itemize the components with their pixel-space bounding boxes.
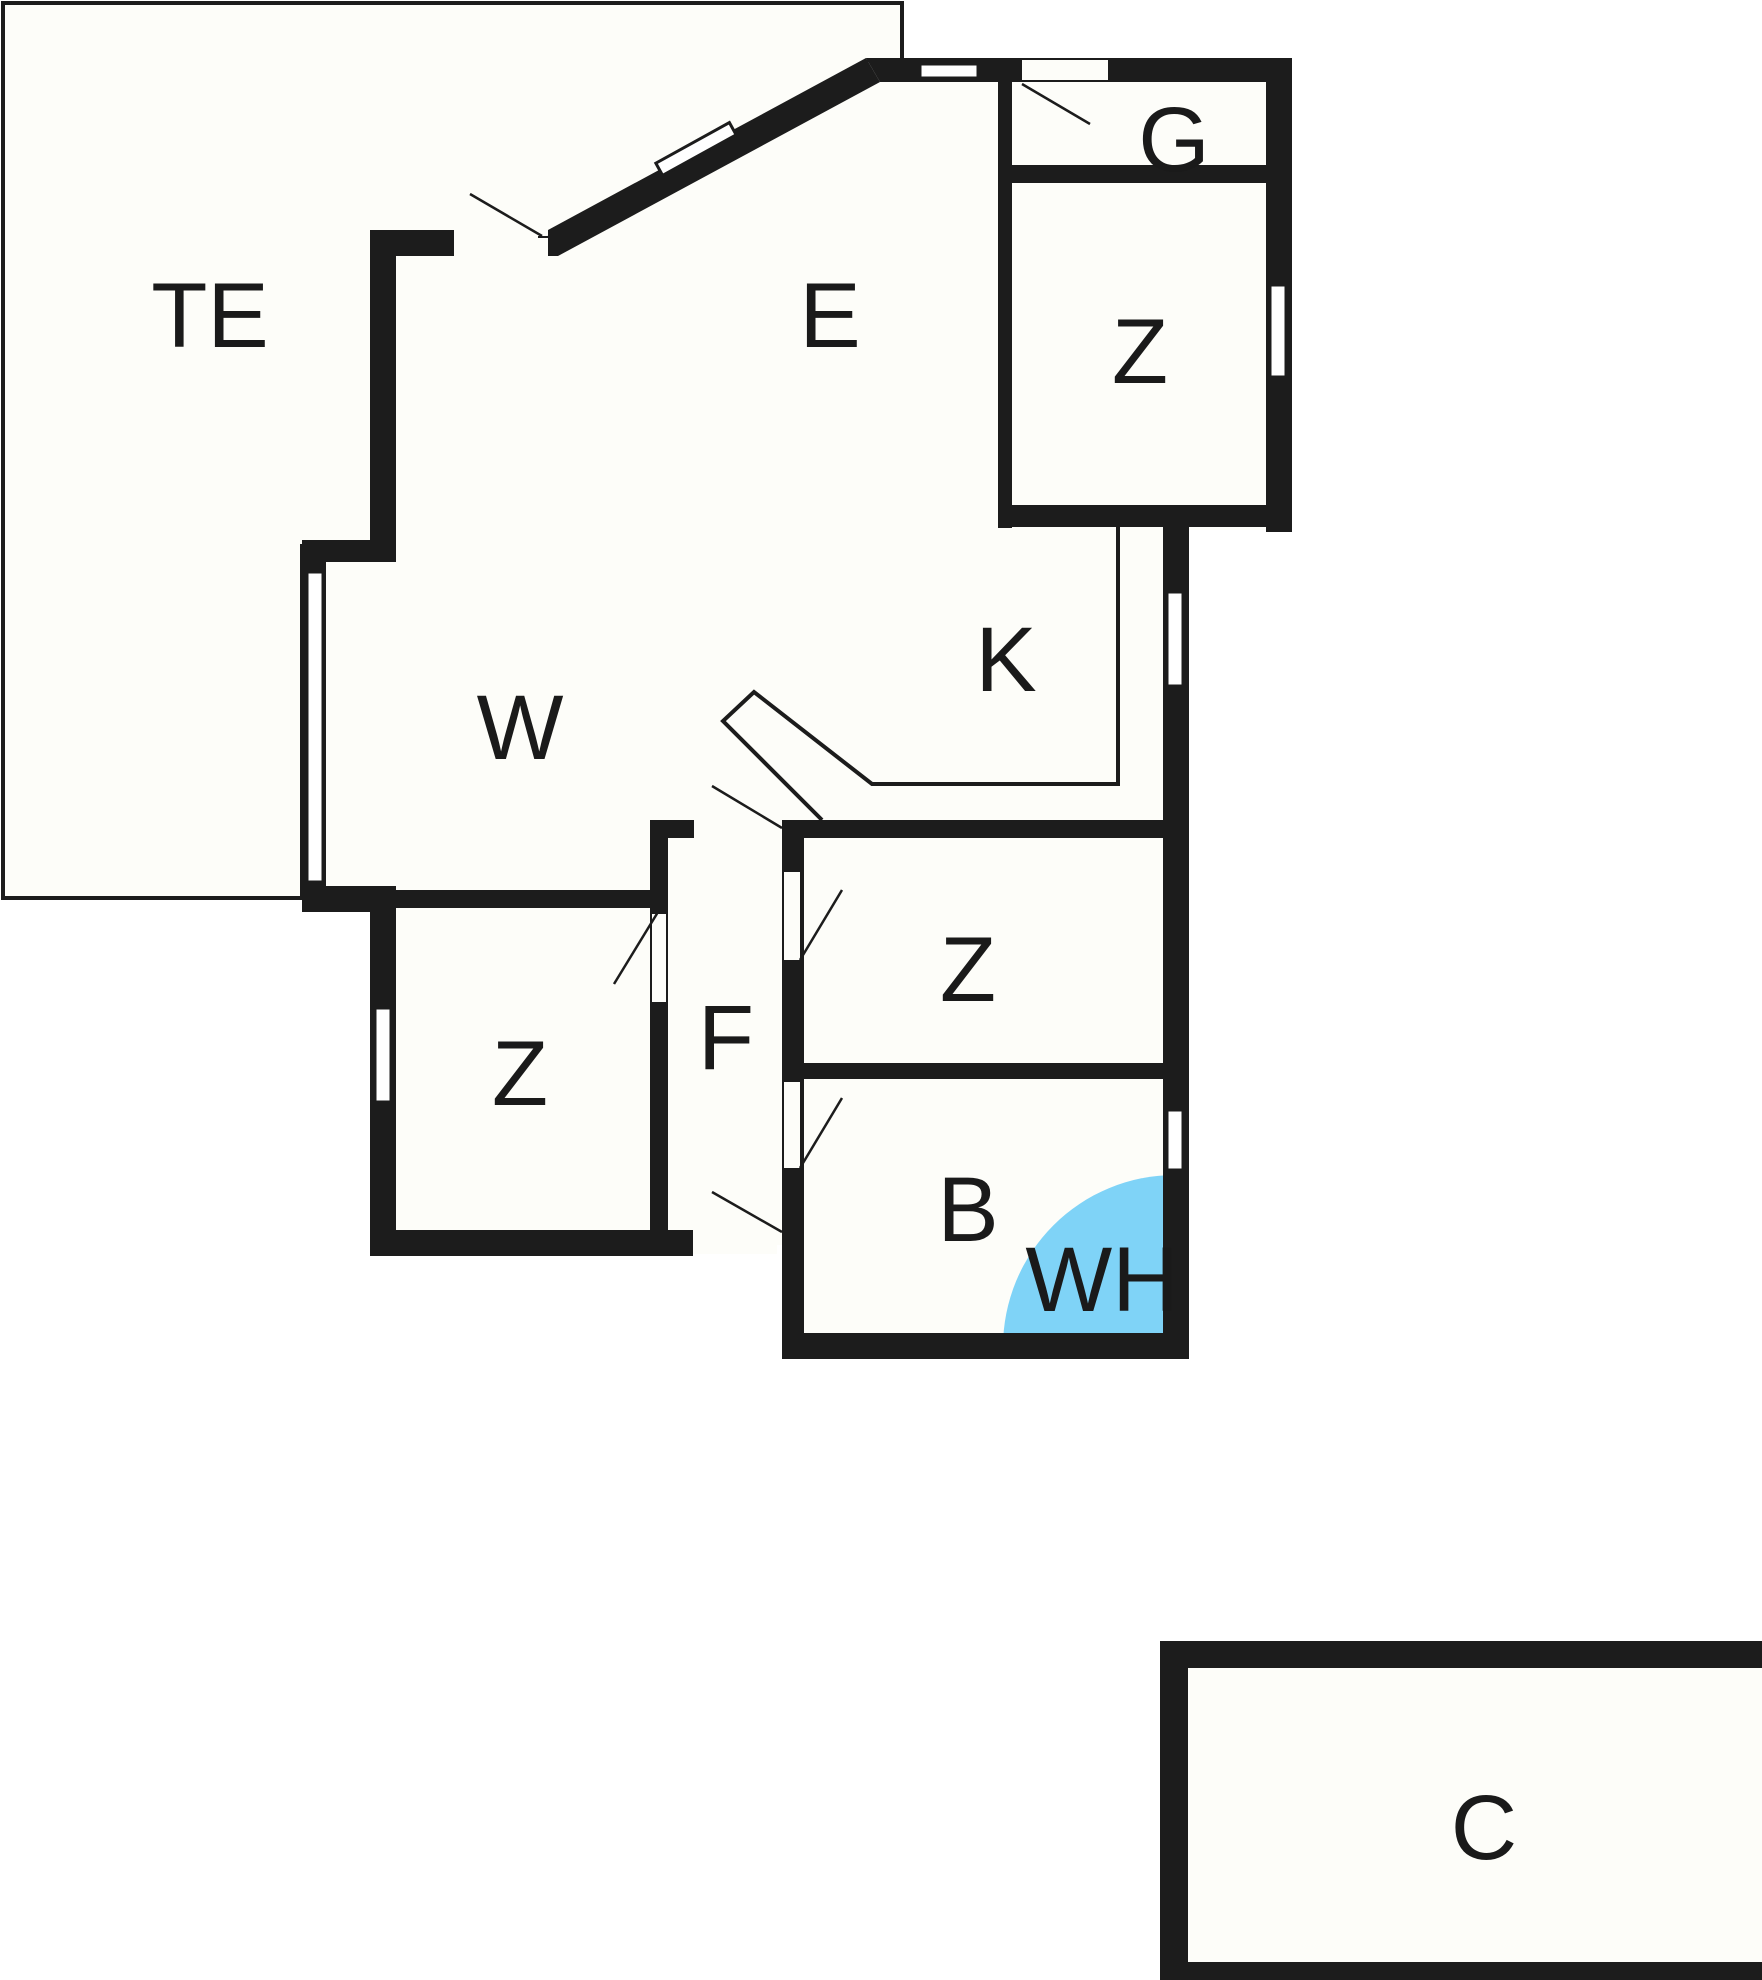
windows: [305, 60, 1288, 1254]
door-swings: [469, 82, 1091, 1234]
room-label-hall: F: [698, 987, 754, 1089]
room-label-water-heater: WH: [1025, 1229, 1178, 1331]
carport-floor: [1163, 1643, 1762, 1980]
room-label-bathroom: B: [937, 1159, 998, 1261]
room-label-bedroom-left: Z: [492, 1023, 548, 1125]
room-label-terrace: TE: [151, 265, 269, 367]
water-heater-symbol: [1003, 1175, 1175, 1347]
room-label-living: W: [477, 677, 564, 779]
room-label-garderobe: G: [1138, 89, 1210, 191]
room-label-bedroom-mid: Z: [940, 919, 996, 1021]
kitchen-counter: [720, 527, 1120, 822]
room-label-carport: C: [1451, 1777, 1517, 1879]
house-floor: [302, 62, 1290, 1357]
walls: [302, 58, 1762, 1980]
room-label-bedroom-top-right: Z: [1112, 301, 1168, 403]
room-label-kitchen: K: [975, 609, 1036, 711]
room-label-entrance: E: [799, 265, 860, 367]
